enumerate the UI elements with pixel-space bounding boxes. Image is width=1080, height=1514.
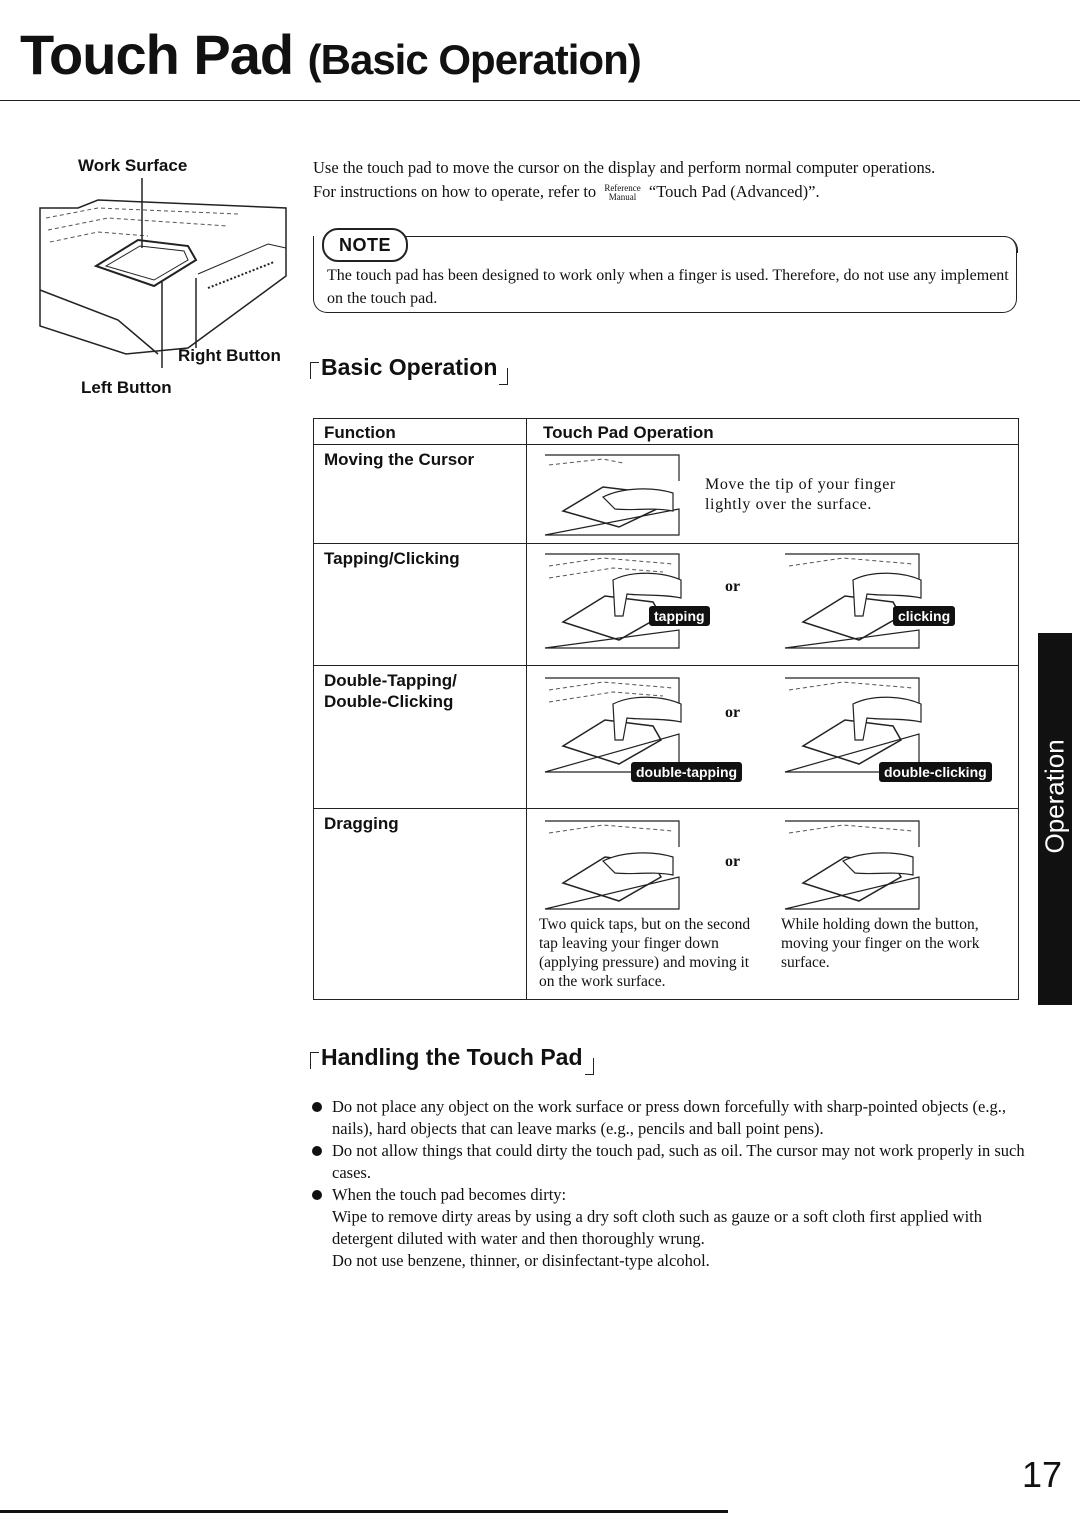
title-rule xyxy=(0,100,1080,101)
or-separator: or xyxy=(725,704,741,721)
bullet-icon xyxy=(312,1146,322,1156)
dragging-label: Dragging xyxy=(324,814,399,833)
basic-operation-title-text: Basic Operation xyxy=(321,354,498,380)
cleaning-instruction: Wipe to remove dirty areas by using a dr… xyxy=(332,1207,982,1248)
section-title-handling: Handling the Touch Pad xyxy=(310,1044,594,1075)
row-operation-cell: Move the tip of your finger lightly over… xyxy=(526,444,1019,544)
bullet-text: Do not allow things that could dirty the… xyxy=(332,1141,1025,1182)
touch-pad-illustration xyxy=(39,178,287,368)
title-subtitle: (Basic Operation) xyxy=(307,36,642,83)
dragging-description-b: While holding down the button, moving yo… xyxy=(781,916,980,971)
tapping-clicking-label: Tapping/Clicking xyxy=(324,549,460,568)
intro-line-1: Use the touch pad to move the cursor on … xyxy=(313,158,936,177)
double-tapping-caption: double-tapping xyxy=(631,762,743,782)
operation-table: Function Touch Pad Operation Moving the … xyxy=(313,418,1019,1000)
table-row: Dragging or Two quick taps, but on the s… xyxy=(313,808,1019,1000)
row-label-cell: Double-Tapping/ Double-Clicking xyxy=(313,665,527,809)
moving-cursor-illustration xyxy=(544,454,680,536)
or-separator: or xyxy=(725,853,741,870)
double-label: Double-Tapping/ Double-Clicking xyxy=(314,666,526,712)
dragging-button-illustration xyxy=(784,820,920,910)
clicking-caption: clicking xyxy=(893,606,956,626)
dragging-tap-illustration xyxy=(544,820,680,910)
bullet-icon xyxy=(312,1190,322,1200)
intro-prefix: For instructions on how to operate, refe… xyxy=(313,182,597,201)
table-row: Tapping/Clicking tapping or clicking xyxy=(313,543,1019,666)
double-tapping-label: Double-Tapping/ xyxy=(324,671,457,690)
title-bracket-left xyxy=(310,362,319,379)
moving-cursor-description: Move the tip of your finger lightly over… xyxy=(705,476,896,513)
tapping-caption: tapping xyxy=(649,606,710,626)
header-function: Function xyxy=(313,418,527,445)
list-item: When the touch pad becomes dirty: Wipe t… xyxy=(312,1184,1032,1272)
double-tapping-illustration xyxy=(544,677,682,773)
side-tab-label: Operation xyxy=(1039,739,1070,854)
header-operation: Touch Pad Operation xyxy=(526,418,1019,445)
double-clicking-label: Double-Clicking xyxy=(324,692,454,711)
title-bracket-right xyxy=(584,1058,594,1075)
reference-icon-top: Reference xyxy=(604,183,641,194)
bullet-text: Do not place any object on the work surf… xyxy=(332,1097,1007,1138)
table-row: Double-Tapping/ Double-Clicking double-t… xyxy=(313,665,1019,809)
title-main: Touch Pad xyxy=(20,23,294,86)
left-button-label: Left Button xyxy=(81,378,172,397)
list-item: Do not place any object on the work surf… xyxy=(312,1096,1032,1140)
tapping-illustration xyxy=(544,553,682,649)
header-operation-text: Touch Pad Operation xyxy=(543,423,714,442)
page-number: 17 xyxy=(1022,1454,1063,1495)
title-bracket-left xyxy=(310,1052,319,1069)
bullet-text: When the touch pad becomes dirty: xyxy=(332,1185,567,1204)
header-function-text: Function xyxy=(324,423,396,442)
or-separator: or xyxy=(725,578,741,595)
dragging-description-a: Two quick taps, but on the second tap le… xyxy=(539,916,751,990)
right-button-label: Right Button xyxy=(178,346,281,365)
reference-icon-bottom: Manual xyxy=(608,192,637,203)
note-text: The touch pad has been designed to work … xyxy=(327,267,1009,307)
row-label-cell: Moving the Cursor xyxy=(313,444,527,544)
moving-cursor-label: Moving the Cursor xyxy=(324,450,475,469)
row-label-cell: Dragging xyxy=(313,808,527,1000)
reference-manual-icon: Reference Manual xyxy=(604,184,640,202)
work-surface-label: Work Surface xyxy=(78,156,188,175)
double-clicking-caption: double-clicking xyxy=(879,762,992,782)
table-row: Moving the Cursor Move the tip of your f… xyxy=(313,444,1019,544)
note-badge: NOTE xyxy=(322,228,408,262)
list-item: Do not allow things that could dirty the… xyxy=(312,1140,1032,1184)
bottom-rule xyxy=(0,1510,728,1513)
row-label-cell: Tapping/Clicking xyxy=(313,543,527,666)
table-header-row: Function Touch Pad Operation xyxy=(313,418,1019,445)
row-operation-cell: or Two quick taps, but on the second tap… xyxy=(526,808,1019,1000)
cleaning-warning: Do not use benzene, thinner, or disinfec… xyxy=(332,1251,710,1270)
note-box xyxy=(313,236,1017,313)
row-operation-cell: double-tapping or double-clicking xyxy=(526,665,1019,809)
section-title-basic-operation: Basic Operation xyxy=(310,354,509,385)
section-side-tab: Operation xyxy=(1038,633,1072,1005)
page-title: Touch Pad (Basic Operation) xyxy=(20,22,642,87)
row-operation-cell: tapping or clicking xyxy=(526,543,1019,666)
intro-line-2: For instructions on how to operate, refe… xyxy=(313,180,1043,203)
bullet-icon xyxy=(312,1102,322,1112)
double-clicking-illustration xyxy=(784,677,922,773)
title-bracket-right xyxy=(499,368,509,385)
handling-title-text: Handling the Touch Pad xyxy=(321,1044,583,1070)
clicking-illustration xyxy=(784,553,922,649)
intro-suffix: “Touch Pad (Advanced)”. xyxy=(648,182,820,201)
